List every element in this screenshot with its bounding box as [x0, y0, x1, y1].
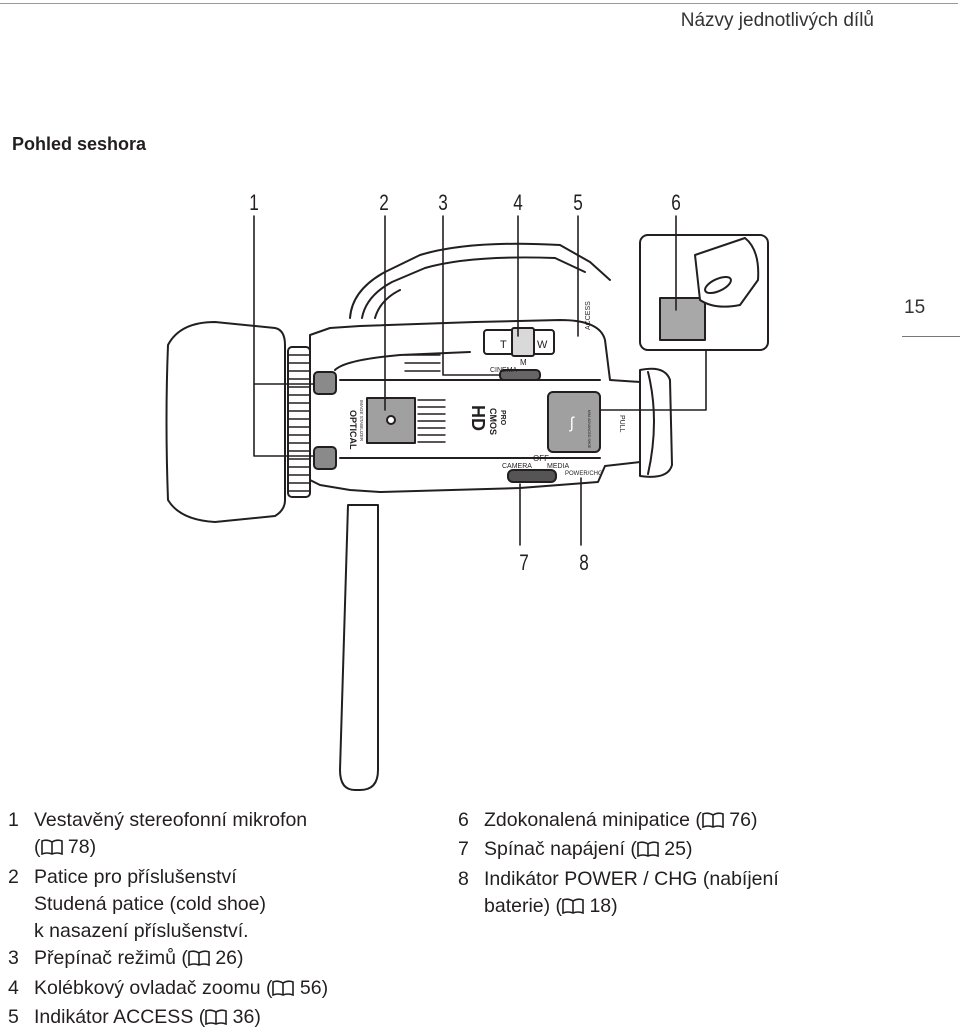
grip-strap: [349, 242, 611, 319]
leader-6b: [599, 349, 707, 411]
callout-6: 6: [671, 190, 681, 215]
legend-item-8: 8 Indikátor POWER / CHG (nabíjení bateri…: [458, 866, 779, 923]
legend-item-1: 1 Vestavěný stereofonní mikrofon ( 78): [8, 807, 328, 864]
legend-item-5: 5 Indikátor ACCESS ( 36): [8, 1004, 328, 1033]
power-chg-label: POWER/CHG: [565, 471, 603, 477]
legend-item-4: 4 Kolébkový ovladač zoomu ( 56): [8, 975, 328, 1004]
access-label: ACCESS: [585, 301, 592, 330]
image-stabilizer-label: IMAGE STABILIZER: [359, 400, 364, 442]
callout-3: 3: [438, 190, 448, 215]
cmos-logo: CMOS: [488, 408, 498, 435]
book-icon: [188, 947, 210, 974]
section-title: Pohled seshora: [12, 134, 147, 154]
legend-item-7: 7 Spínač napájení ( 25): [458, 836, 779, 865]
page-number: 15: [904, 297, 926, 318]
book-icon: [562, 895, 584, 922]
leader-3: [442, 215, 501, 376]
mode-m-label: M: [520, 358, 527, 367]
book-icon: [40, 836, 63, 863]
header-rule: [0, 3, 958, 4]
shoe-icon: ʃ: [569, 415, 575, 432]
callout-4: 4: [513, 190, 523, 215]
mini-shoe-cover: [547, 391, 601, 453]
callout-8: 8: [579, 550, 589, 575]
callout-2: 2: [379, 190, 389, 215]
camera-top-view-diagram: T W M CINEMA ACCESS OPTICAL IMAGE STABIL…: [165, 215, 769, 791]
pull-label: PULL: [618, 415, 625, 433]
lcd-panel: [339, 504, 379, 791]
zoom-t-label: T: [500, 339, 507, 351]
book-icon: [702, 809, 724, 836]
microphone-top: [313, 371, 337, 395]
chapter-title: Názvy jednotlivých dílů: [680, 10, 874, 31]
media-label: MEDIA: [547, 463, 570, 470]
mode-cinema-label: CINEMA: [490, 367, 518, 374]
camera-label: CAMERA: [502, 463, 532, 470]
legend-item-2: 2 Patice pro příslušenství Studená patic…: [8, 865, 266, 943]
zoom-w-label: W: [537, 339, 548, 351]
optical-label: OPTICAL: [348, 410, 358, 450]
mini-shoe-label: MINI ADVANCED SHOE: [587, 410, 591, 449]
legend-right: 6 Zdokonalená minipatice ( 76) 7 Spínač …: [458, 807, 779, 922]
viewfinder-eyepiece: [639, 367, 673, 478]
lens-hood: [165, 321, 286, 523]
legend-item-3: 3 Přepínač režimů ( 26): [8, 945, 328, 974]
page-number-rule: [902, 336, 960, 337]
power-switch: [507, 469, 557, 483]
book-icon: [205, 1006, 228, 1033]
microphone-bottom: [313, 446, 337, 470]
callout-7: 7: [519, 550, 529, 575]
pro-logo: PRO: [499, 410, 506, 426]
callout-5: 5: [573, 190, 583, 215]
hd-logo: HD: [468, 405, 488, 431]
book-icon: [272, 977, 295, 1004]
off-label: OFF: [533, 454, 549, 463]
book-icon: [637, 838, 659, 865]
legend-item-6: 6 Zdokonalená minipatice ( 76): [458, 807, 779, 836]
legend-left: 1 Vestavěný stereofonní mikrofon ( 78) 2…: [8, 807, 328, 1033]
callout-1: 1: [249, 190, 259, 215]
